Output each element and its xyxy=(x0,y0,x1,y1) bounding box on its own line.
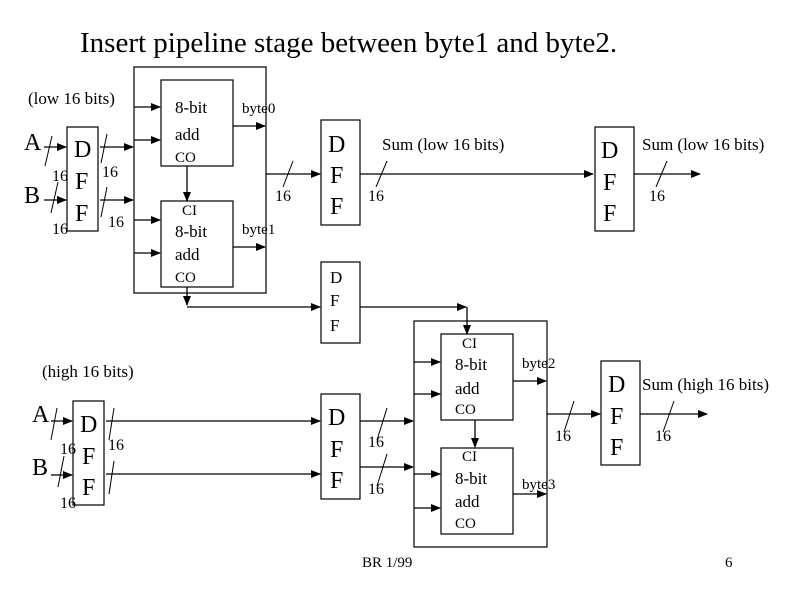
low-input-dff-f1: F xyxy=(75,169,88,195)
high-b-bus-width: 16 xyxy=(60,495,76,512)
byte0-label: byte0 xyxy=(242,101,275,117)
carry-dff-f2: F xyxy=(330,316,339,335)
high-output-dff-d: D xyxy=(608,372,625,398)
low-output-dff-f2: F xyxy=(603,201,616,227)
adder-byte0-co: CO xyxy=(175,150,196,166)
low-sum-label: Sum (low 16 bits) xyxy=(382,135,504,154)
adder-byte0 xyxy=(160,79,234,167)
high-output-dff-f2: F xyxy=(610,435,623,461)
low-input-b-label: B xyxy=(24,183,40,209)
low-a-reg-width: 16 xyxy=(102,164,118,181)
adder-byte2 xyxy=(440,333,514,421)
adder-byte2-co: CO xyxy=(455,402,476,418)
low-pipeline-dff xyxy=(320,119,361,226)
adder-byte1-line2: add xyxy=(175,245,200,264)
high-pipeline-dff xyxy=(320,393,361,500)
adder-byte2-line1: 8-bit xyxy=(455,355,487,374)
low-input-dff-f2: F xyxy=(75,201,88,227)
adder-byte2-ci: CI xyxy=(462,336,477,352)
low-b-reg-width: 16 xyxy=(108,214,124,231)
low-b-bus-slash xyxy=(50,181,59,214)
high-b-pipeline-width: 16 xyxy=(368,481,384,498)
high-pipeline-dff-d: D xyxy=(328,405,345,431)
adder-byte1 xyxy=(160,200,234,288)
adder-byte3-line1: 8-bit xyxy=(455,469,487,488)
high-input-dff xyxy=(72,400,105,506)
adder-byte3-co: CO xyxy=(455,516,476,532)
adder-byte1-ci: CI xyxy=(182,203,197,219)
low-adder-block xyxy=(133,66,267,294)
low-sum-pipeline-width: 16 xyxy=(368,188,384,205)
high-a-reg-slash xyxy=(108,407,115,441)
carry-dff-d: D xyxy=(330,268,342,287)
adder-byte2-line2: add xyxy=(455,379,480,398)
high-final-slash xyxy=(662,400,675,433)
low-a-reg-slash xyxy=(100,133,108,164)
low-input-dff-d: D xyxy=(74,137,91,163)
adder-byte1-co: CO xyxy=(175,270,196,286)
low-input-dff xyxy=(66,126,99,232)
high-input-b-label: B xyxy=(32,455,48,481)
low-sum-pipeline-slash xyxy=(375,160,388,188)
adder-byte3 xyxy=(440,447,514,535)
high-a-pipeline-slash xyxy=(376,407,388,441)
footer-page-number: 6 xyxy=(725,555,733,571)
low-sum-slash xyxy=(282,160,294,188)
high-input-dff-d: D xyxy=(80,412,97,438)
high-output-dff-f1: F xyxy=(610,404,623,430)
byte2-label: byte2 xyxy=(522,356,555,372)
adder-byte1-line1: 8-bit xyxy=(175,222,207,241)
high-b-bus-slash xyxy=(57,455,65,488)
high-bits-label: (high 16 bits) xyxy=(42,362,134,381)
low-b-bus-width: 16 xyxy=(52,221,68,238)
low-a-bus-width: 16 xyxy=(52,168,68,185)
adder-byte0-line1: 8-bit xyxy=(175,98,207,117)
high-input-dff-f1: F xyxy=(82,444,95,470)
carry-dff-f1: F xyxy=(330,291,339,310)
high-a-bus-width: 16 xyxy=(60,441,76,458)
high-output-dff xyxy=(600,360,641,466)
high-b-reg-slash xyxy=(108,460,115,495)
high-final-width: 16 xyxy=(655,428,671,445)
high-a-pipeline-width: 16 xyxy=(368,434,384,451)
byte3-label: byte3 xyxy=(522,477,555,493)
slide-title: Insert pipeline stage between byte1 and … xyxy=(80,27,617,59)
high-adder-block xyxy=(413,320,548,548)
high-b-pipeline-slash xyxy=(376,453,388,487)
low-a-bus-slash xyxy=(44,135,53,167)
high-reg-width: 16 xyxy=(108,437,124,454)
low-pipeline-dff-f2: F xyxy=(330,194,343,220)
high-pipeline-dff-f2: F xyxy=(330,468,343,494)
high-sum-width: 16 xyxy=(555,428,571,445)
high-pipeline-dff-f1: F xyxy=(330,437,343,463)
low-bits-label: (low 16 bits) xyxy=(28,89,115,108)
low-output-dff xyxy=(594,126,635,232)
adder-byte0-line2: add xyxy=(175,125,200,144)
high-input-dff-f2: F xyxy=(82,475,95,501)
adder-byte3-line2: add xyxy=(455,492,480,511)
low-input-a-label: A xyxy=(24,130,42,156)
low-output-label: Sum (low 16 bits) xyxy=(642,135,764,154)
high-sum-slash xyxy=(563,400,575,433)
footer-author: BR 1/99 xyxy=(362,555,412,571)
low-output-dff-d: D xyxy=(601,138,618,164)
low-pipeline-dff-d: D xyxy=(328,132,345,158)
low-pipeline-dff-f1: F xyxy=(330,163,343,189)
low-final-slash xyxy=(655,160,668,188)
high-a-bus-slash xyxy=(50,407,58,441)
adder-byte3-ci: CI xyxy=(462,449,477,465)
byte1-label: byte1 xyxy=(242,222,275,238)
low-output-dff-f1: F xyxy=(603,170,616,196)
high-output-label: Sum (high 16 bits) xyxy=(642,375,769,394)
low-b-reg-slash xyxy=(100,186,108,218)
low-sum-width: 16 xyxy=(275,188,291,205)
carry-dff xyxy=(320,261,361,344)
low-final-width: 16 xyxy=(649,188,665,205)
high-input-a-label: A xyxy=(32,402,50,428)
